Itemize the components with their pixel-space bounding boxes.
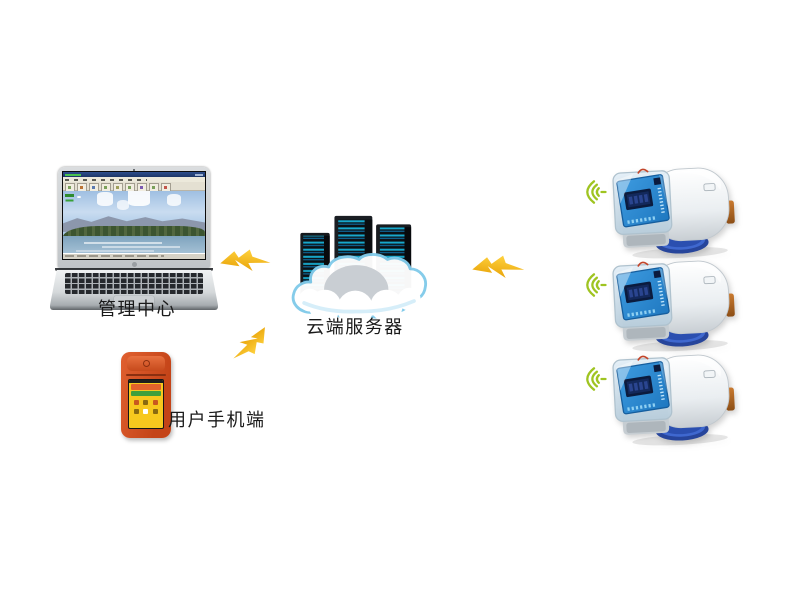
water-meter-graphic	[608, 258, 736, 354]
lightning-bolt-icon	[469, 249, 528, 287]
wireless-signal-icon	[580, 365, 608, 393]
mobile-client-label: 用户手机端	[168, 410, 266, 430]
cloud-server-illustration	[289, 212, 431, 321]
map-legend-icon	[65, 194, 74, 197]
app-titlebar	[63, 172, 205, 177]
cloud-server-label: 云端服务器	[306, 317, 404, 337]
smart-water-meter-3	[578, 352, 736, 448]
water-meter-graphic	[608, 352, 736, 448]
app-toolbar	[63, 182, 205, 192]
trees-graphic	[63, 226, 205, 238]
management-center-laptop	[50, 167, 218, 310]
lightning-bolt-icon	[223, 319, 277, 370]
phone-app-icons	[129, 396, 163, 428]
phone-menu-bar	[131, 391, 161, 396]
water-meter-graphic	[608, 165, 736, 261]
phone-printer-module	[127, 356, 165, 371]
laptop-app-window	[63, 172, 205, 259]
lake-graphic	[63, 236, 205, 253]
clouds-graphic	[77, 195, 82, 198]
phone-statusbar	[129, 380, 163, 383]
landscape-wallpaper	[63, 191, 205, 253]
laptop-logo	[131, 261, 137, 267]
wireless-signal-icon	[580, 271, 608, 299]
phone-banner	[131, 384, 161, 390]
trackpad	[113, 295, 155, 307]
wireless-signal-icon	[580, 178, 608, 206]
smart-water-meter-1	[578, 165, 736, 261]
phone-screen	[128, 379, 164, 429]
lightning-bolt-icon	[218, 243, 275, 278]
mobile-handheld-device	[121, 352, 171, 438]
management-center-label: 管理中心	[98, 299, 176, 319]
laptop-hinge	[55, 268, 213, 271]
laptop-base	[50, 270, 218, 310]
laptop-screen	[58, 167, 210, 268]
app-menubar	[63, 177, 205, 182]
smart-water-meter-2	[578, 258, 736, 354]
keyboard	[65, 272, 203, 294]
webcam-icon	[133, 168, 135, 171]
printer-slot	[126, 373, 166, 376]
app-statusbar	[63, 253, 205, 259]
